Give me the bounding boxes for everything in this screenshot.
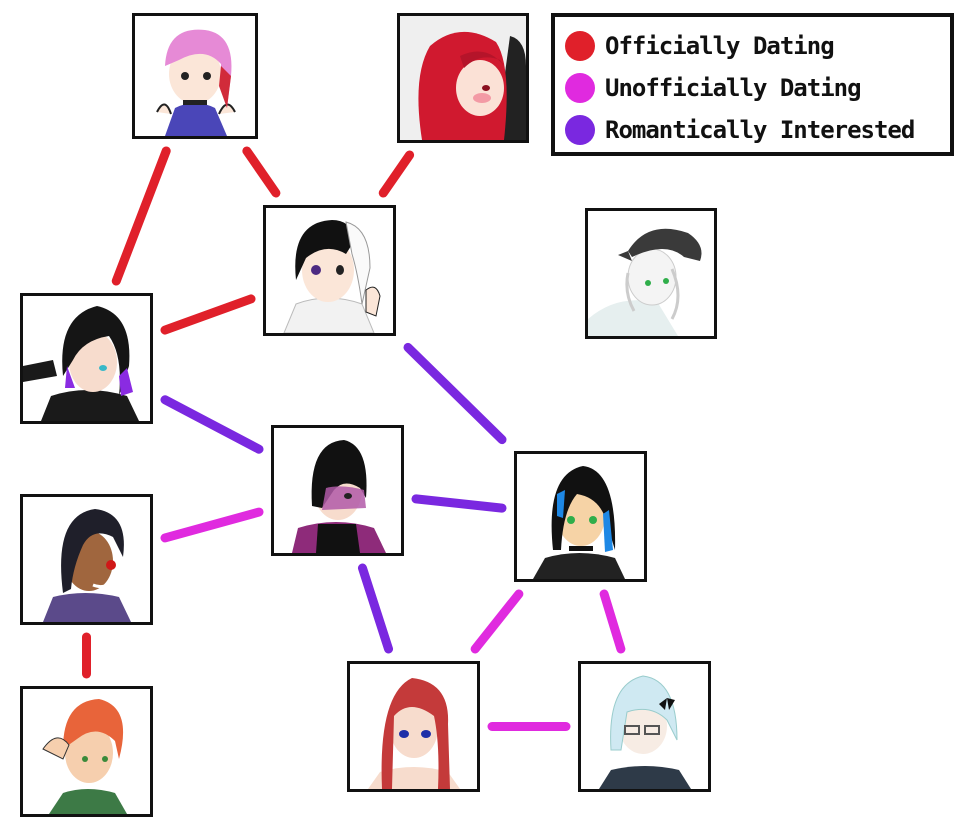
dark-skin-red-eye-character-portrait-icon [23, 497, 150, 622]
blue-streak-hair-character-portrait-icon [517, 454, 644, 579]
relationship-line-officially-c5-c3 [160, 294, 256, 335]
orange-hair-character-portrait-icon [23, 689, 150, 814]
legend: Officially Dating Unofficially Dating Ro… [551, 13, 954, 156]
black-white-hair-character-portrait-icon [266, 208, 393, 333]
relationship-line-officially-c3-c2 [378, 150, 415, 198]
character-portrait-orange-hair [20, 686, 153, 817]
legend-item-unofficially-dating: Unofficially Dating [565, 67, 944, 109]
grey-cap-character-portrait-icon [588, 211, 714, 336]
red-long-hair-character-portrait-icon [350, 664, 477, 789]
legend-label: Romantically Interested [605, 116, 915, 144]
romantically-interested-dot-icon [565, 115, 595, 145]
character-portrait-blue-streak-hair [514, 451, 647, 582]
character-portrait-red-long-hair [347, 661, 480, 792]
relationship-line-interested-c3-c7 [403, 342, 507, 445]
relationship-line-officially-c1-c5 [111, 146, 171, 286]
character-portrait-hooded [271, 425, 404, 556]
character-portrait-black-white-hair [263, 205, 396, 336]
legend-label: Officially Dating [605, 32, 835, 60]
relationship-line-interested-c6-c7 [411, 494, 507, 513]
legend-item-officially-dating: Officially Dating [565, 25, 944, 67]
pink-hair-character-portrait-icon [135, 16, 255, 136]
relationship-line-unofficially-c7-c9 [470, 589, 524, 654]
relationship-line-unofficially-c8-c6 [160, 507, 264, 543]
character-portrait-pale-blue-hair [578, 661, 711, 792]
character-portrait-grey-cap [585, 208, 717, 339]
character-portrait-dark-skin-red-eye [20, 494, 153, 625]
relationship-line-interested-c5-c6 [160, 395, 264, 454]
pale-blue-hair-character-portrait-icon [581, 664, 708, 789]
legend-label: Unofficially Dating [605, 74, 862, 102]
red-hair-kissing-character-portrait-icon [400, 16, 526, 140]
character-portrait-purple-tipped-hair [20, 293, 153, 424]
unofficially-dating-dot-icon [565, 73, 595, 103]
character-portrait-pink-hair [132, 13, 258, 139]
hooded-character-portrait-icon [274, 428, 401, 553]
officially-dating-dot-icon [565, 31, 595, 61]
relationship-line-interested-c6-c9 [357, 563, 394, 654]
purple-tipped-hair-character-portrait-icon [23, 296, 150, 421]
character-portrait-red-hair-kissing [397, 13, 529, 143]
legend-item-romantically-interested: Romantically Interested [565, 109, 944, 151]
relationship-line-unofficially-c7-c10 [599, 589, 626, 654]
relationship-line-officially-c1-c3 [242, 146, 281, 198]
